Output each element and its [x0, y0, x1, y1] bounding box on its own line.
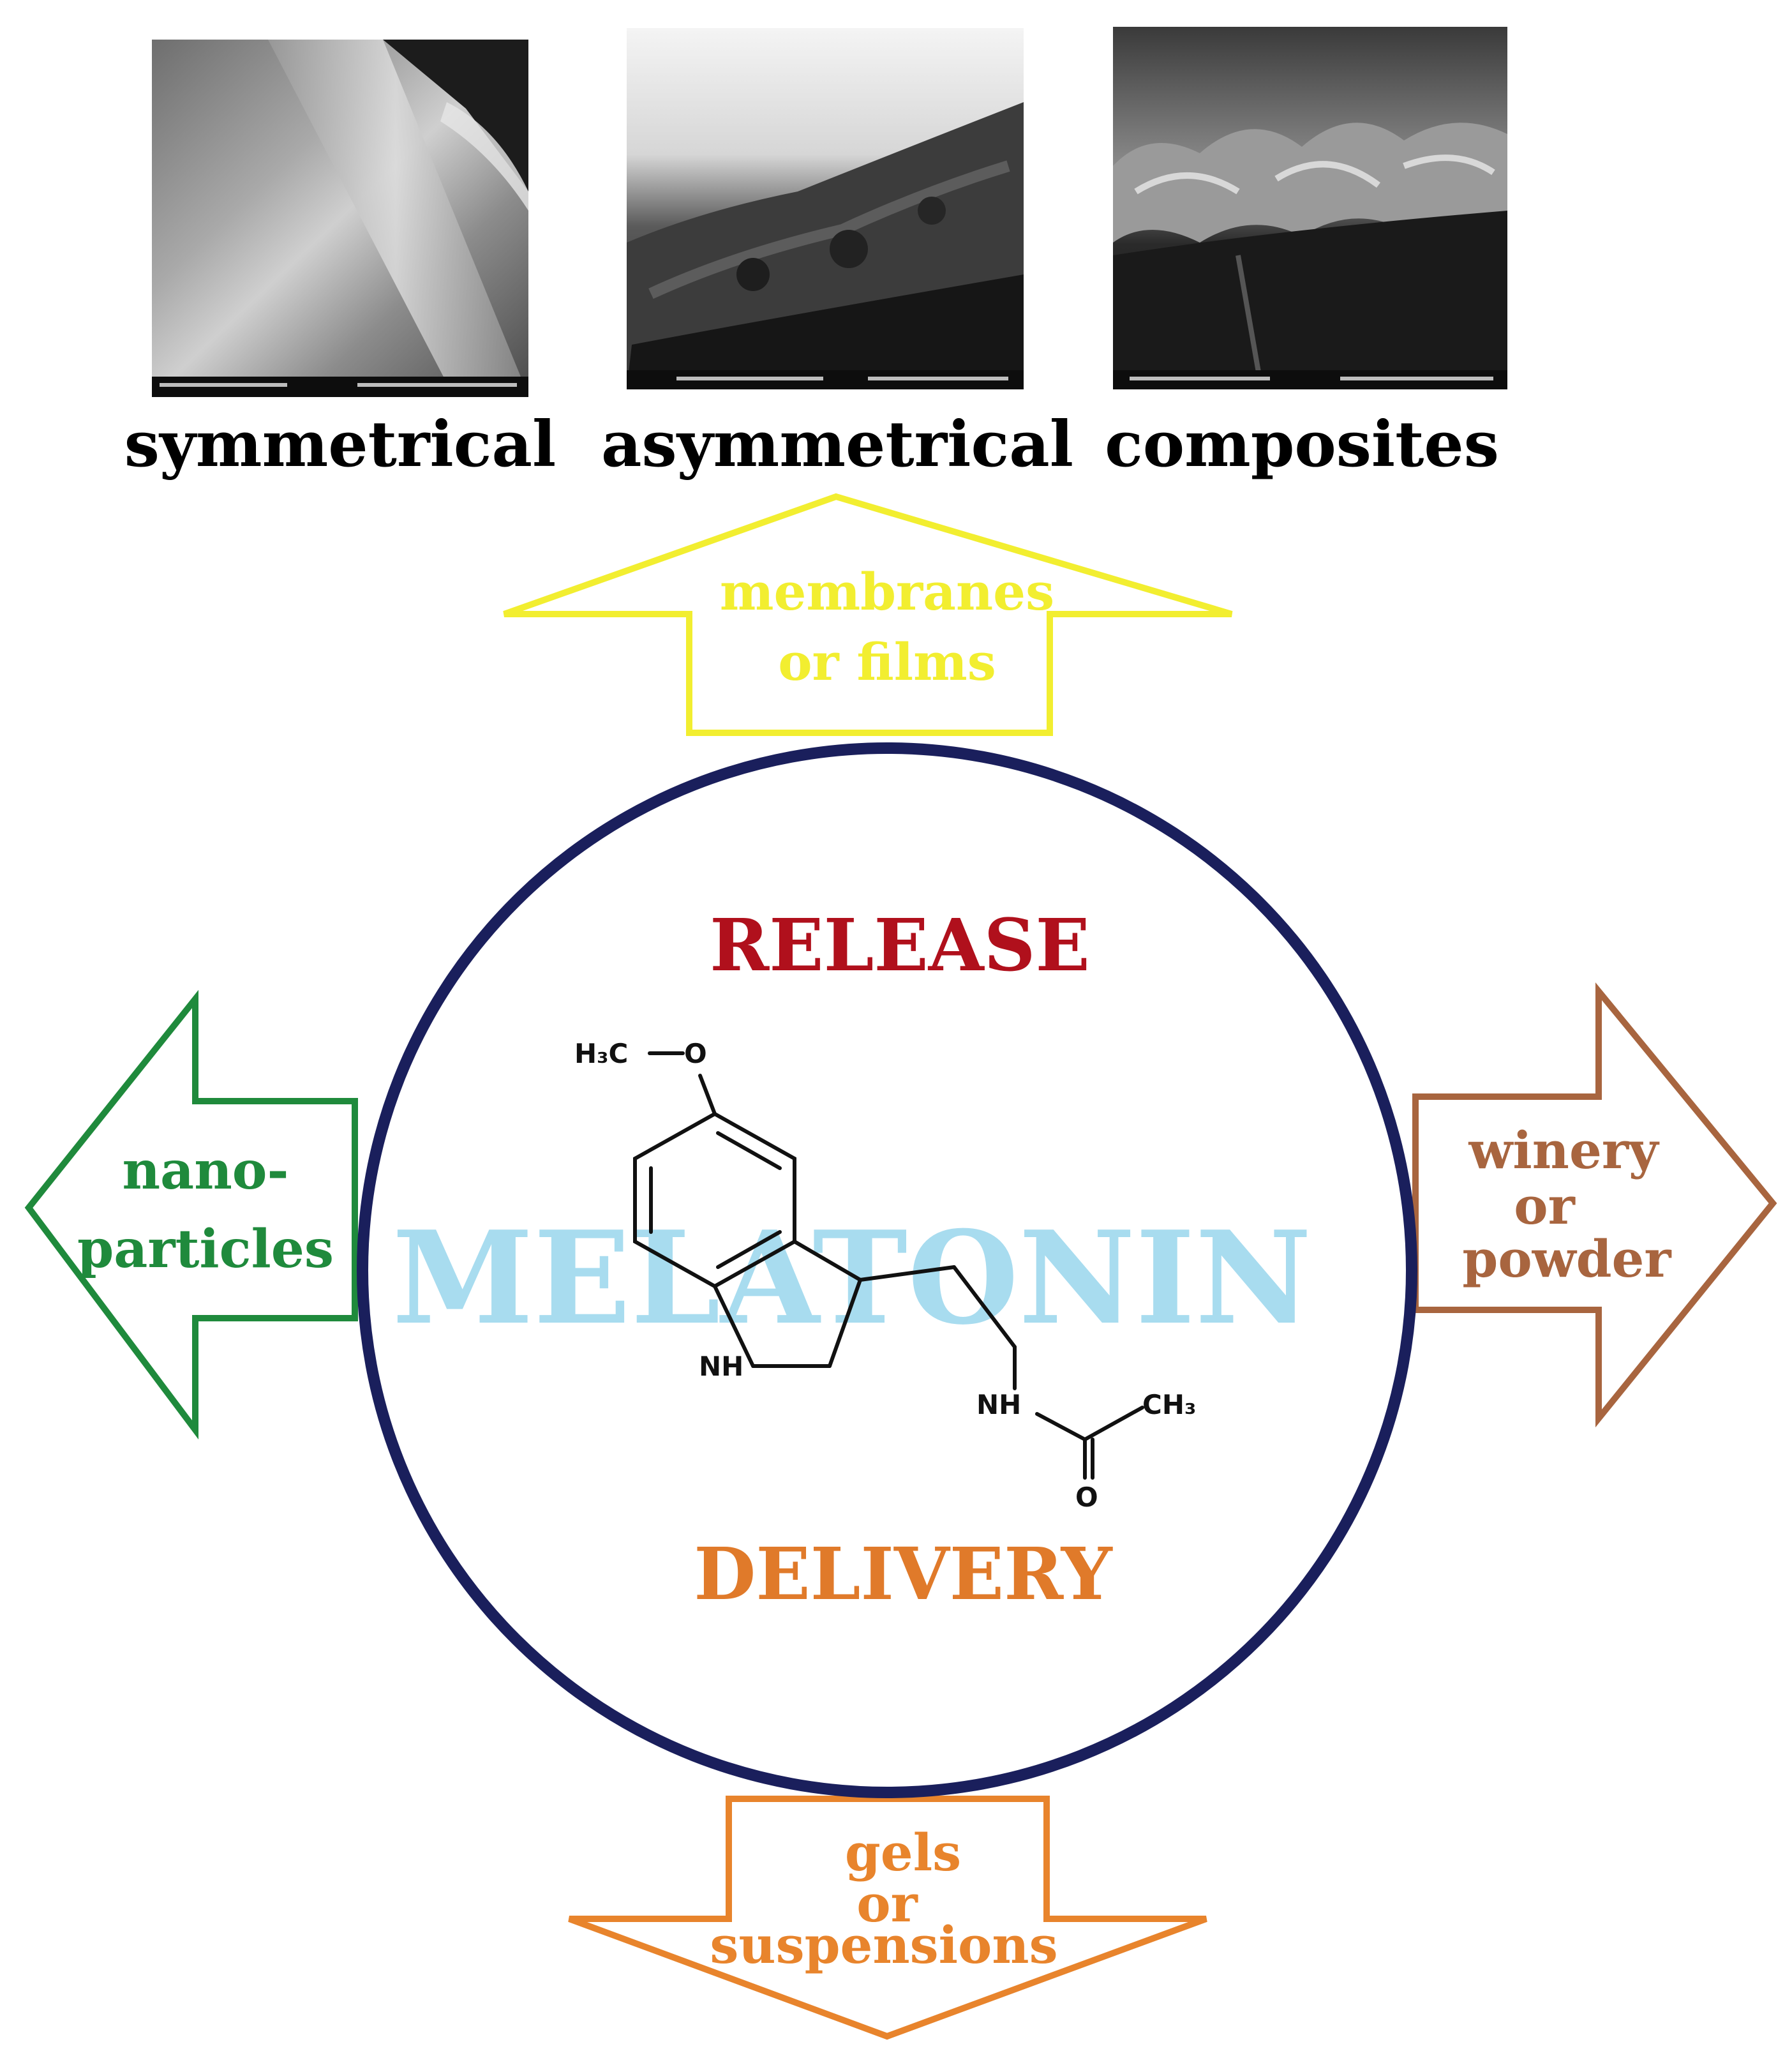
molecule-h3c: H₃C [574, 1038, 628, 1069]
melatonin-structure [633, 1051, 1144, 1480]
arrow-left-nanoparticles [24, 989, 358, 1439]
label-asymmetrical: asymmetrical [601, 408, 1073, 481]
arrow-right-text-line1: winery [1468, 1120, 1660, 1180]
arrow-left-text-line2: particles [77, 1219, 334, 1280]
label-symmetrical: symmetrical [124, 408, 556, 481]
arrow-down-text-line2: or [856, 1874, 918, 1934]
molecule-nh-chain: NH [976, 1389, 1021, 1420]
release-label: RELEASE [710, 904, 1090, 988]
arrow-up-text-line2: or films [778, 632, 996, 692]
arrow-down-gels [568, 1796, 1207, 2040]
molecule-o-methoxy: O [684, 1038, 707, 1069]
arrow-right-outline [1412, 982, 1777, 1428]
arrow-down-text-line1: gels [845, 1822, 961, 1882]
arrow-right-text-line2: or [1514, 1176, 1575, 1236]
arrow-right-text-line3: powder [1462, 1229, 1671, 1289]
molecule-ch3: CH₃ [1142, 1389, 1196, 1420]
arrow-down-text-line3: suspensions [710, 1915, 1057, 1975]
arrow-up-membranes [503, 493, 1233, 736]
sem-image-symmetrical [152, 40, 528, 397]
melatonin-title: MELATONIN [392, 1203, 1312, 1353]
sem-image-composites [1113, 27, 1507, 389]
molecule-nh-ring: NH [699, 1351, 743, 1382]
central-circle [357, 742, 1417, 1798]
label-composites: composites [1105, 408, 1499, 481]
molecule-o-carbonyl: O [1075, 1482, 1098, 1513]
sem-image-asymmetrical [627, 28, 1024, 389]
arrow-left-text-line1: nano- [122, 1140, 288, 1201]
delivery-label: DELIVERY [694, 1533, 1113, 1616]
arrow-up-text-line1: membranes [720, 562, 1054, 622]
